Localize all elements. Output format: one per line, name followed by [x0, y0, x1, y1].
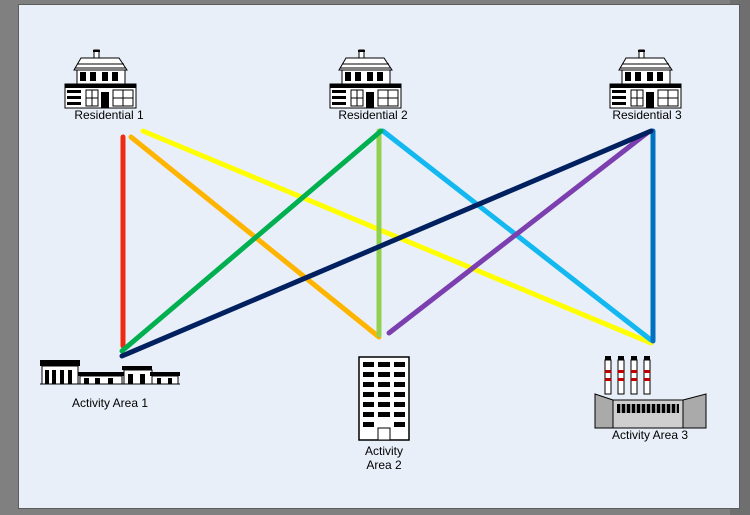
activity-area-2-label-line-2: Area 2: [366, 458, 402, 472]
connection-lines: [119, 128, 656, 359]
residential-3-icon: [609, 49, 682, 109]
activity-area-1-icon: [40, 360, 180, 385]
residential-3-label: Residential 3: [612, 108, 682, 122]
connection-residential-3-to-activity-area-1: [119, 128, 654, 359]
activity-area-3-label: Activity Area 3: [611, 428, 689, 442]
residential-1-label: Residential 1: [74, 108, 144, 122]
activity-area-2-icon: [358, 356, 410, 441]
residential-1-icon: [64, 49, 137, 109]
connection-residential-2-to-activity-area-1: [119, 128, 384, 354]
activity-area-2-label-line-1: Activity: [364, 444, 403, 458]
activity-area-1-label: Activity Area 1: [71, 396, 149, 410]
connection-residential-3-to-activity-area-2: [386, 130, 650, 336]
residential-2-label: Residential 2: [338, 108, 408, 122]
residential-2-icon: [329, 49, 402, 109]
activity-area-3-icon: [594, 356, 707, 429]
